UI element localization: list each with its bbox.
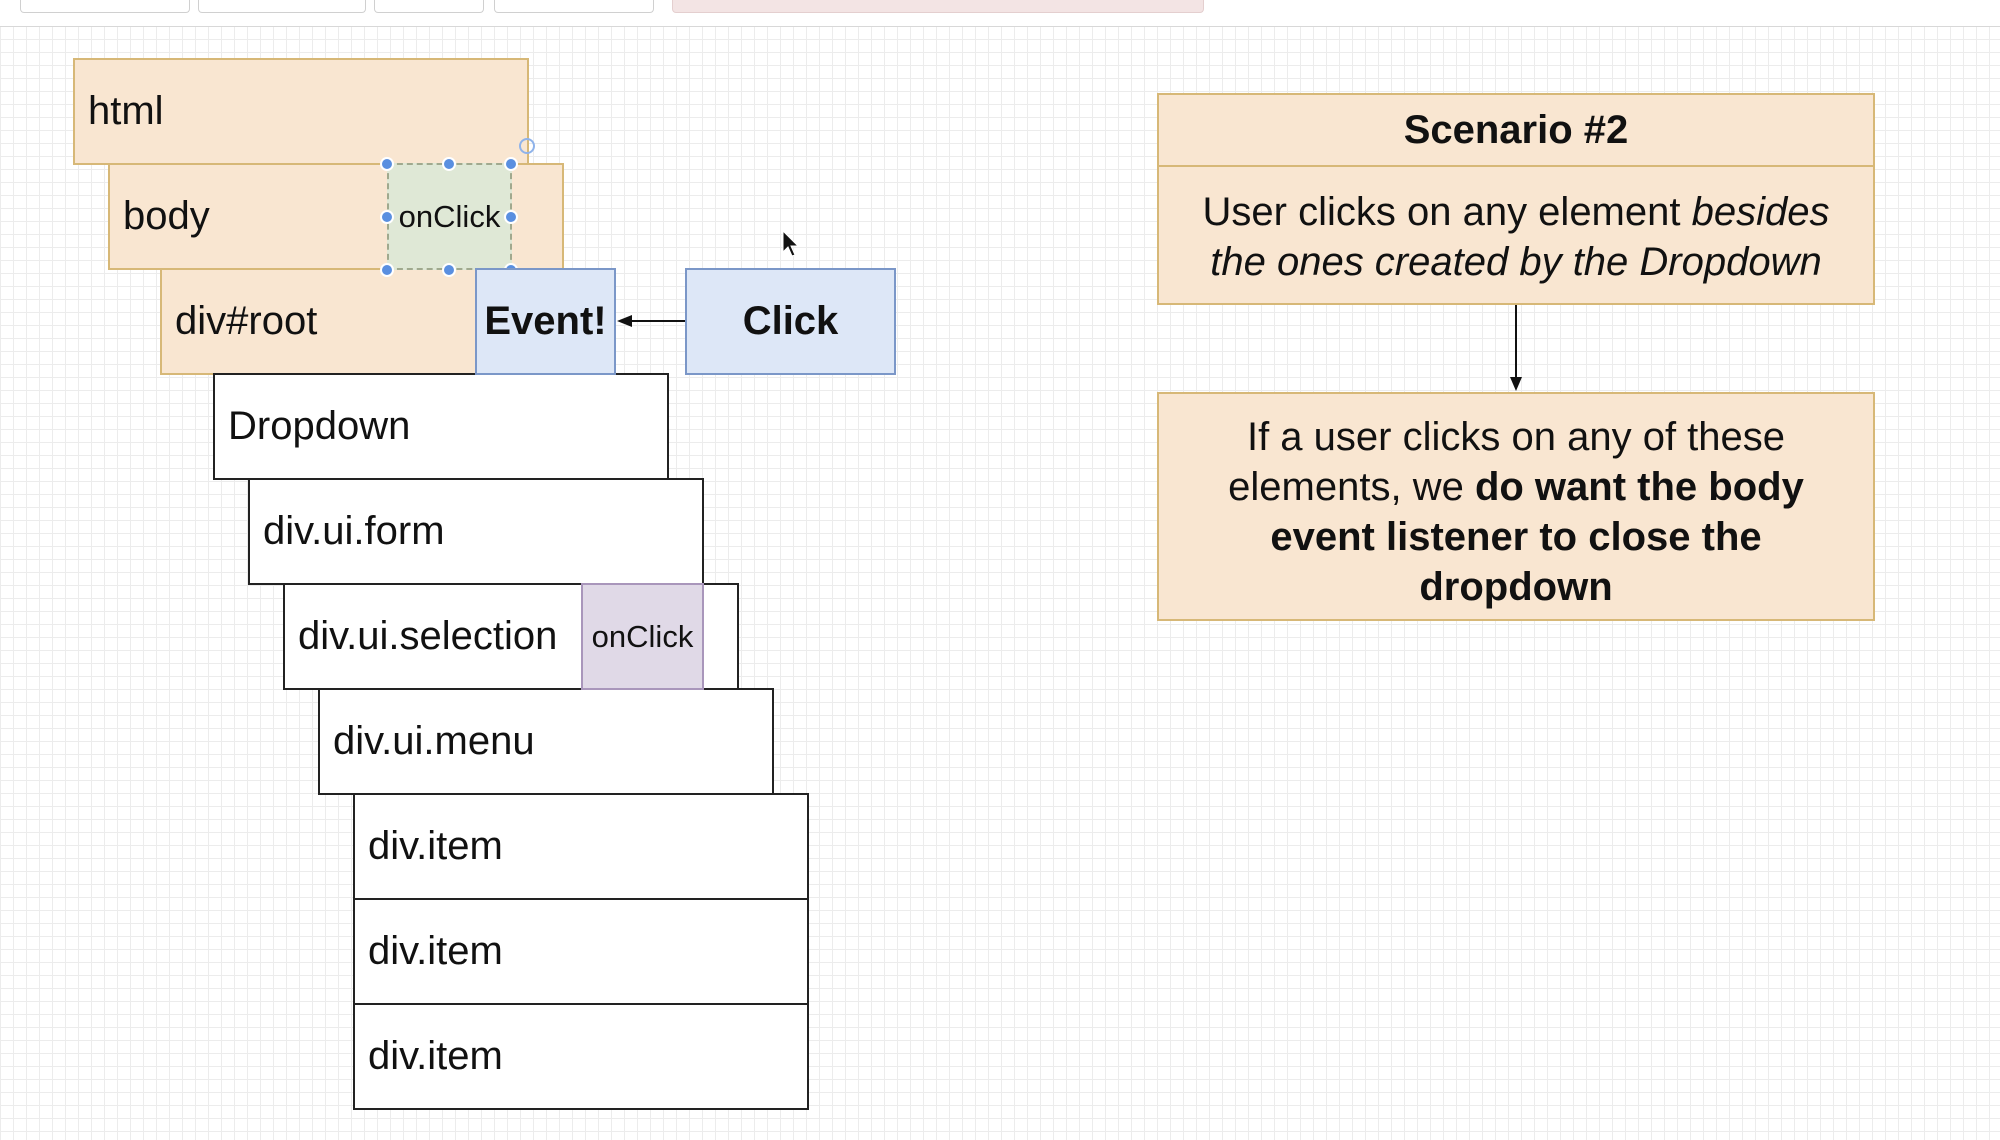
scenario-card[interactable]: Scenario #2 User clicks on any element b… [1157,93,1875,305]
scenario-description: User clicks on any element besides the o… [1159,167,1873,287]
body-onclick-label: onClick [398,198,501,234]
event-node[interactable]: Event! [475,268,616,375]
item-node-label: div.item [368,1034,503,1078]
toolbar-zoom-control[interactable] [374,0,484,13]
root-node-label: div#root [175,299,318,343]
selection-onclick-handler[interactable]: onClick [581,583,704,690]
html-node[interactable]: html [73,58,529,165]
form-node[interactable]: div.ui.form [248,478,704,585]
dropdown-node[interactable]: Dropdown [213,373,669,480]
toolbar-search-input[interactable] [672,0,1204,13]
form-node-label: div.ui.form [263,509,445,553]
item-node[interactable]: div.item [353,1003,809,1110]
click-node-label: Click [742,299,839,343]
selection-handle[interactable] [504,157,518,171]
body-node-label: body [123,194,210,238]
result-card[interactable]: If a user clicks on any of these element… [1157,392,1875,621]
scenario-description-text: User clicks on any element [1202,190,1692,234]
scenario-to-result-arrow [1510,305,1522,391]
selection-handle[interactable] [380,210,394,224]
item-node-label: div.item [368,929,503,973]
event-node-label: Event! [484,299,607,343]
rotate-handle-icon[interactable] [519,138,535,154]
toolbar-shape-style-control[interactable] [20,0,190,13]
selection-handle[interactable] [442,263,456,277]
item-node[interactable]: div.item [353,793,809,900]
dropdown-node-label: Dropdown [228,404,411,448]
toolbar-style-control[interactable] [198,0,366,13]
result-text: If a user clicks on any of these element… [1159,394,1873,612]
html-node-label: html [88,89,164,133]
selection-handle[interactable] [380,263,394,277]
scenario-description-emphasis: besides the ones created by the Dropdown [1210,190,1830,284]
body-onclick-handler[interactable]: onClick [387,163,512,270]
editor-toolbar [0,0,2000,27]
selection-handle[interactable] [380,157,394,171]
menu-node[interactable]: div.ui.menu [318,688,774,795]
click-node[interactable]: Click [685,268,896,375]
selection-handle[interactable] [442,157,456,171]
selection-node-label: div.ui.selection [298,614,558,658]
scenario-title: Scenario #2 [1159,95,1873,167]
selection-handle[interactable] [504,210,518,224]
mouse-cursor-icon [782,229,800,257]
toolbar-fit-zoom-buttons[interactable] [494,0,654,13]
result-text-bold: do want the body event listener to close… [1270,465,1804,609]
selection-onclick-label: onClick [591,618,694,654]
result-text-plain: If a user clicks on any of these element… [1228,415,1786,509]
click-to-event-arrow [617,315,685,327]
item-node-label: div.item [368,824,503,868]
menu-node-label: div.ui.menu [333,719,535,763]
